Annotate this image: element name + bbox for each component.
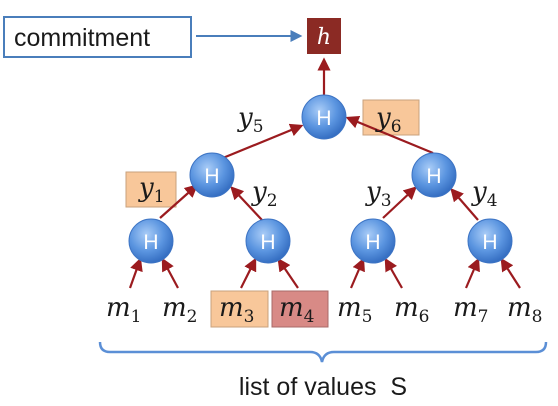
label-y3: y3 bbox=[365, 177, 392, 211]
leaf-m8: m8 bbox=[507, 293, 542, 327]
m4-highlight bbox=[271, 290, 329, 328]
label-y2: y2 bbox=[251, 177, 278, 211]
hash-node-4: H bbox=[467, 218, 513, 264]
svg-text:H: H bbox=[260, 231, 275, 254]
leaf-m2: m2 bbox=[162, 293, 197, 327]
svg-text:H: H bbox=[316, 107, 331, 130]
label-y4: y4 bbox=[471, 177, 498, 211]
y1-highlight bbox=[125, 171, 177, 208]
hash-node-right: H bbox=[411, 152, 457, 198]
edge-m6 bbox=[384, 257, 403, 289]
edge-n4-to-right bbox=[450, 188, 479, 221]
edge-n3-to-right bbox=[382, 186, 417, 219]
hash-node-3: H bbox=[350, 218, 396, 264]
edge-m1 bbox=[128, 257, 143, 289]
leaf-m6: m6 bbox=[394, 293, 429, 327]
label-y6: y6 bbox=[375, 103, 402, 137]
edge-m5 bbox=[349, 257, 365, 289]
leaf-m7: m7 bbox=[453, 293, 488, 327]
edge-left-to-root bbox=[217, 123, 304, 162]
svg-text:H: H bbox=[365, 231, 380, 254]
svg-text:H: H bbox=[426, 165, 441, 188]
commitment-label: commitment bbox=[14, 24, 150, 52]
label-y1: y1 bbox=[138, 173, 165, 207]
leaf-m5: m5 bbox=[337, 293, 372, 327]
edge-m3 bbox=[240, 257, 257, 289]
curly-brace-icon bbox=[98, 341, 548, 363]
root-hash-box bbox=[307, 18, 341, 54]
hash-node-2: H bbox=[245, 218, 291, 264]
hash-node-1: H bbox=[128, 218, 174, 264]
leaf-m3: m3 bbox=[219, 293, 254, 327]
label-y5: y5 bbox=[237, 103, 264, 137]
edge-m7 bbox=[464, 257, 480, 289]
svg-text:H: H bbox=[143, 231, 158, 254]
root-hash-label: h bbox=[317, 25, 331, 50]
hash-node-left: H bbox=[189, 152, 235, 198]
hash-node-root: H bbox=[301, 94, 347, 140]
edge-m8 bbox=[500, 257, 521, 289]
tree-edges bbox=[128, 57, 521, 289]
svg-text:H: H bbox=[204, 165, 219, 188]
edge-m2 bbox=[161, 257, 179, 289]
edge-n2-to-left bbox=[230, 186, 263, 221]
edge-n1-to-left bbox=[159, 184, 198, 219]
edge-right-to-root bbox=[345, 115, 434, 155]
svg-text:H: H bbox=[482, 231, 497, 254]
caption: list of values S bbox=[239, 373, 407, 401]
edge-m4 bbox=[277, 257, 299, 289]
leaf-m4: m4 bbox=[279, 293, 314, 327]
m3-highlight bbox=[210, 290, 269, 328]
leaf-m1: m1 bbox=[106, 293, 141, 327]
commitment-box bbox=[3, 16, 192, 58]
